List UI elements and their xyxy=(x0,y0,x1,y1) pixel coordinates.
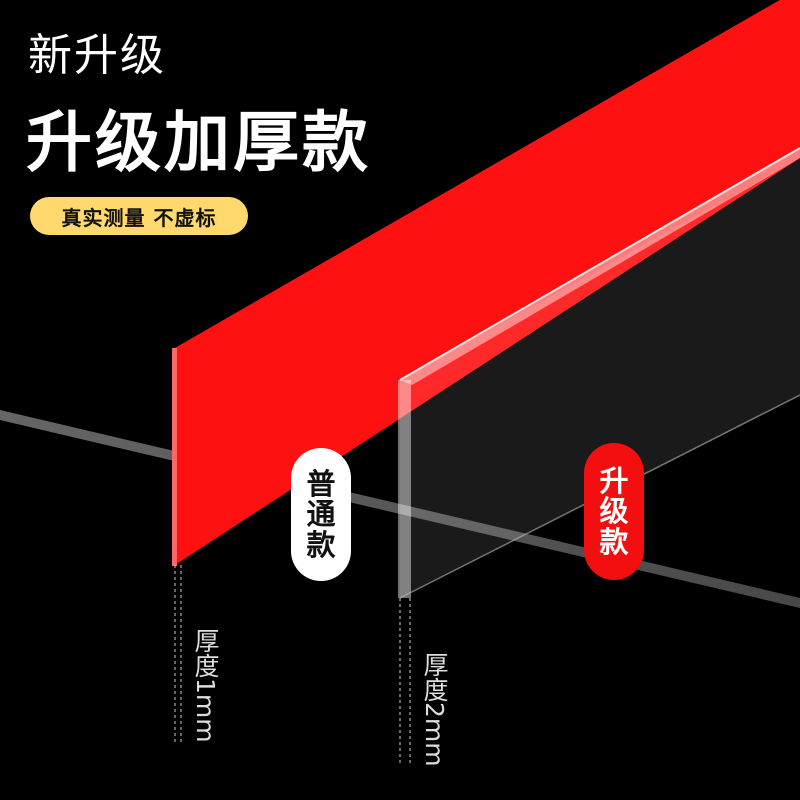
red-strip-face xyxy=(175,0,800,565)
authenticity-badge: 真实测量 不虚标 xyxy=(30,197,248,235)
thickness-label-1mm: 厚度1mm xyxy=(191,628,220,743)
tag-char: 升 xyxy=(599,463,629,498)
tag-char: 普 xyxy=(306,466,336,501)
clear-strip-face xyxy=(400,158,800,598)
upgrade-model-tag: 升 级 款 xyxy=(584,443,644,580)
headline: 新升级 xyxy=(28,30,166,81)
subheadline: 升级加厚款 xyxy=(26,104,371,181)
clear-strip-top-line xyxy=(399,147,800,381)
normal-model-tag: 普 通 款 xyxy=(291,448,351,581)
tag-char: 级 xyxy=(599,494,629,529)
tag-char: 款 xyxy=(306,527,336,562)
clear-strip-edge xyxy=(398,380,411,598)
thickness-label-2mm: 厚度2mm xyxy=(420,652,449,767)
clear-strip-top-edge xyxy=(400,148,800,385)
red-strip-edge xyxy=(172,348,177,566)
tag-char: 款 xyxy=(599,524,629,559)
tag-char: 通 xyxy=(306,497,336,532)
